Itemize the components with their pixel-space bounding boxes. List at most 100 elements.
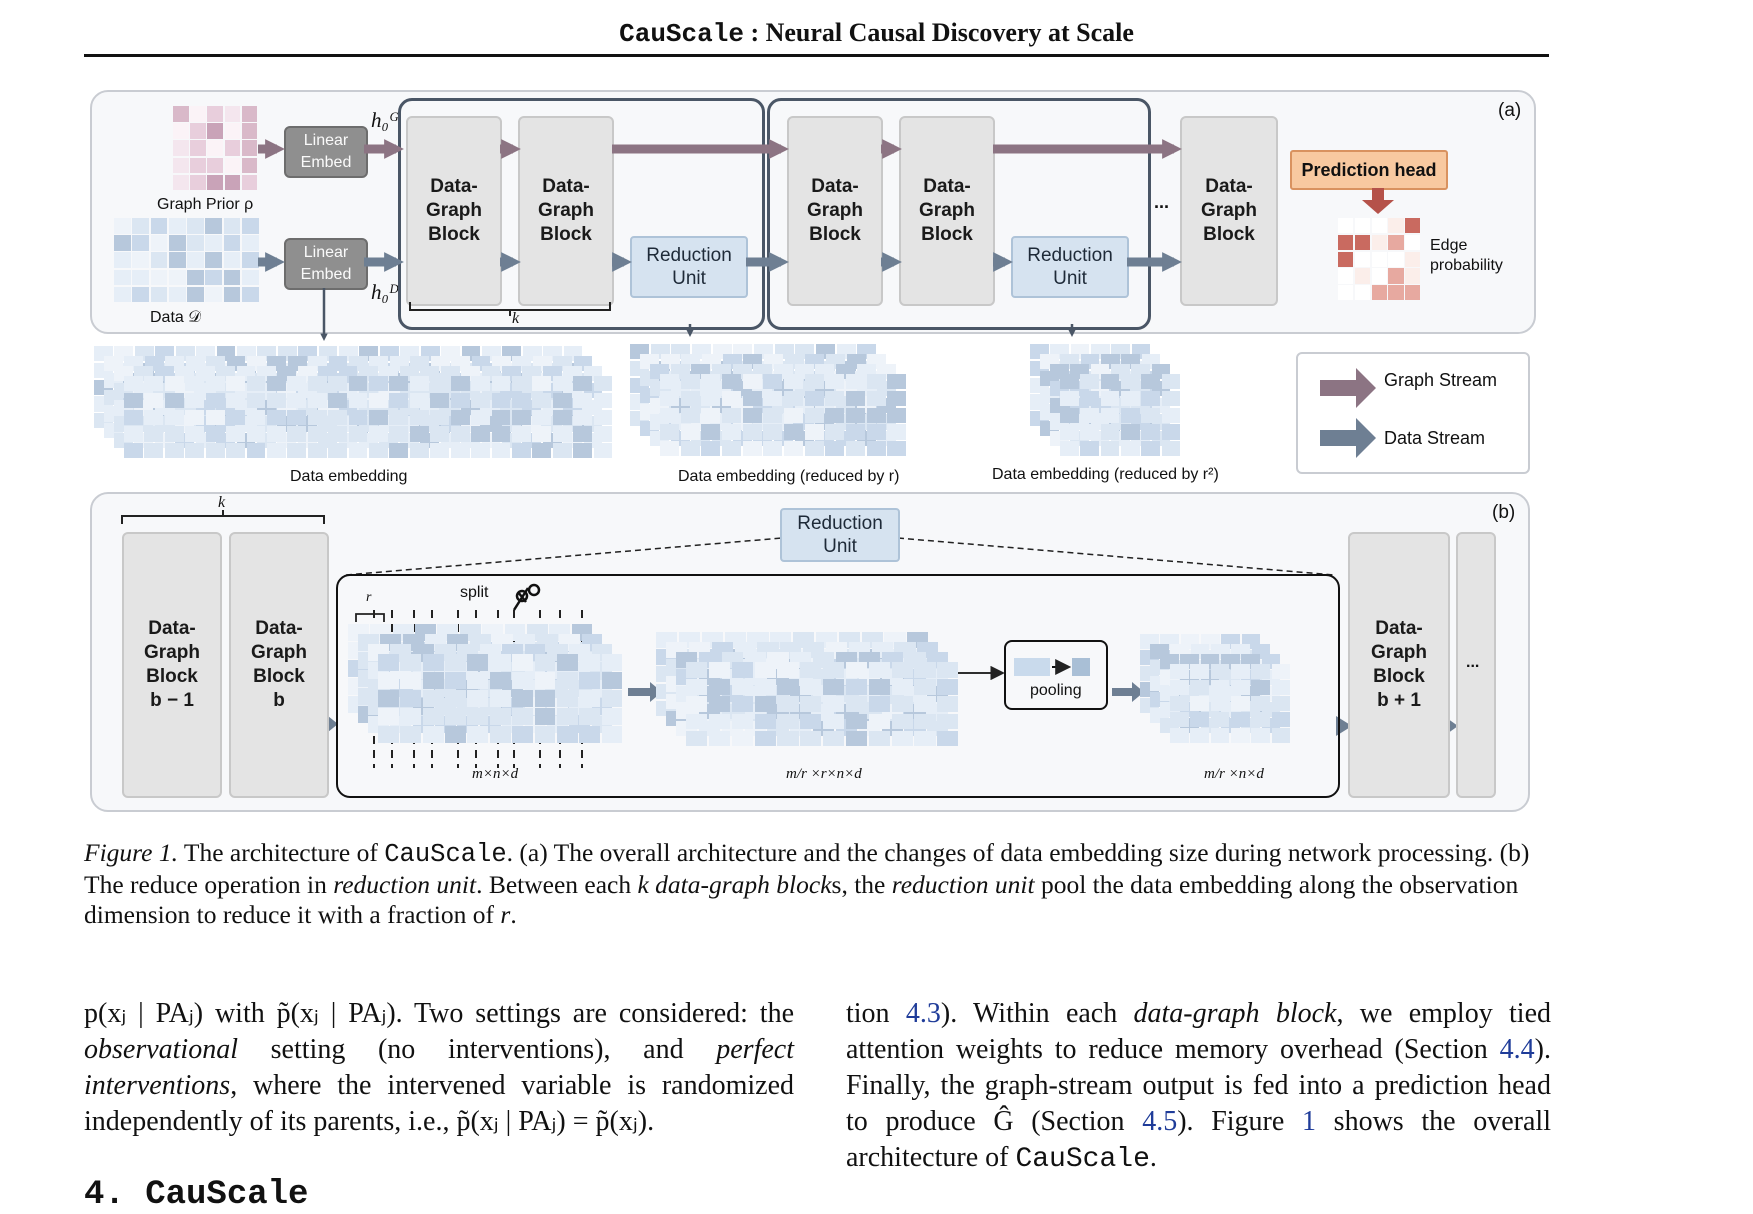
matrix-cell bbox=[1271, 728, 1291, 743]
matrix-cell bbox=[1354, 268, 1371, 284]
matrix-cell bbox=[124, 443, 143, 459]
matrix-cell bbox=[823, 730, 845, 747]
matrix-cell bbox=[489, 726, 511, 743]
matrix-cell bbox=[241, 140, 258, 157]
matrix-cell bbox=[532, 392, 552, 409]
matrix-cell bbox=[1354, 234, 1371, 251]
matrix-cell bbox=[593, 392, 613, 409]
matrix-cell bbox=[409, 409, 429, 425]
matrix-cell bbox=[1231, 680, 1250, 695]
matrix-cell bbox=[400, 726, 422, 743]
matrix-cell bbox=[573, 392, 593, 409]
blocks-ellipsis-b: ... bbox=[1466, 654, 1480, 671]
matrix-cell bbox=[891, 696, 913, 713]
matrix-cell bbox=[150, 252, 168, 269]
header-rule bbox=[84, 54, 1549, 57]
matrix-cell bbox=[389, 392, 409, 409]
matrix-cell bbox=[205, 426, 225, 442]
matrix-cell bbox=[777, 662, 799, 678]
matrix-cell bbox=[185, 426, 205, 442]
matrix-cell bbox=[164, 392, 184, 409]
figure-ref-1[interactable]: 1 bbox=[1302, 1106, 1316, 1137]
matrix-cell bbox=[422, 672, 444, 689]
matrix-cell bbox=[467, 690, 489, 707]
matrix-cell bbox=[1251, 728, 1271, 743]
matrix-cell bbox=[556, 672, 578, 689]
matrix-cell bbox=[114, 269, 131, 286]
matrix-cell bbox=[1371, 285, 1387, 301]
matrix-cell bbox=[491, 409, 511, 425]
matrix-cell bbox=[708, 696, 731, 713]
matrix-cell bbox=[845, 662, 868, 678]
data-graph-block-a5: Data- Graph Block bbox=[1180, 116, 1278, 306]
matrix-cell bbox=[187, 218, 204, 234]
matrix-cell bbox=[1251, 680, 1271, 695]
header-app-name: CauScale bbox=[619, 19, 744, 49]
matrix-cell bbox=[144, 443, 164, 459]
matrix-cell bbox=[450, 409, 470, 425]
matrix-cell bbox=[348, 409, 368, 425]
matrix-cell bbox=[369, 443, 388, 459]
matrix-cell bbox=[708, 713, 731, 730]
matrix-cell bbox=[164, 443, 184, 459]
matrix-cell bbox=[471, 443, 490, 459]
matrix-cell bbox=[1338, 251, 1354, 267]
matrix-cell bbox=[534, 654, 556, 671]
matrix-cell bbox=[593, 443, 613, 459]
matrix-cell bbox=[1170, 712, 1189, 727]
matrix-cell bbox=[205, 392, 225, 409]
matrix-cell bbox=[573, 426, 593, 442]
matrix-cell bbox=[114, 218, 131, 234]
matrix-cell bbox=[601, 690, 623, 707]
edge-probability-label: Edge probability bbox=[1430, 237, 1503, 274]
matrix-cell bbox=[164, 426, 184, 442]
matrix-cell bbox=[226, 376, 245, 392]
section-ref-4-4[interactable]: 4.4 bbox=[1499, 1034, 1535, 1065]
matrix-cell bbox=[185, 443, 205, 459]
matrix-cell bbox=[241, 174, 258, 191]
matrix-cell bbox=[422, 726, 444, 743]
matrix-cell bbox=[1231, 712, 1250, 727]
matrix-cell bbox=[1170, 664, 1189, 679]
matrix-cell bbox=[224, 157, 241, 174]
dim-label-2: m/r ×r×n×d bbox=[786, 766, 862, 782]
section-ref-4-5[interactable]: 4.5 bbox=[1142, 1106, 1178, 1137]
matrix-cell bbox=[246, 443, 266, 459]
matrix-cell bbox=[307, 376, 327, 392]
matrix-cell bbox=[409, 392, 429, 409]
matrix-cell bbox=[823, 662, 845, 678]
matrix-cell bbox=[800, 730, 822, 747]
caption-em-2: k data-graph block bbox=[637, 870, 832, 899]
matrix-cell bbox=[512, 708, 534, 725]
matrix-cell bbox=[512, 672, 534, 689]
matrix-cell bbox=[150, 269, 168, 286]
matrix-cell bbox=[868, 696, 890, 713]
matrix-cell bbox=[307, 426, 327, 442]
matrix-cell bbox=[491, 426, 511, 442]
matrix-cell bbox=[328, 392, 348, 409]
matrix-cell bbox=[150, 286, 168, 303]
matrix-cell bbox=[207, 140, 224, 157]
matrix-cell bbox=[937, 696, 959, 713]
r-label: r bbox=[366, 590, 372, 605]
matrix-cell bbox=[164, 376, 184, 392]
matrix-cell bbox=[1210, 696, 1230, 711]
right-text-5: ). Figure bbox=[1177, 1106, 1302, 1137]
body-right-column: tion 4.3). Within each data-graph block,… bbox=[846, 996, 1551, 1178]
matrix-cell bbox=[430, 426, 450, 442]
matrix-cell bbox=[556, 654, 578, 671]
matrix-cell bbox=[532, 443, 552, 459]
matrix-cell bbox=[800, 713, 822, 730]
data-graph-block-a3: Data- Graph Block bbox=[787, 116, 883, 306]
matrix-cell bbox=[409, 443, 429, 459]
matrix-cell bbox=[467, 672, 489, 689]
matrix-cell bbox=[1388, 268, 1404, 284]
matrix-cell bbox=[226, 443, 245, 459]
matrix-cell bbox=[1388, 285, 1404, 301]
dim-label-1: m×n×d bbox=[472, 766, 519, 782]
pooled-embedding bbox=[1140, 634, 1292, 744]
matrix-cell bbox=[1251, 712, 1271, 727]
data-label: Data 𝒟 bbox=[150, 309, 202, 326]
matrix-cell bbox=[754, 679, 776, 695]
section-ref-4-3[interactable]: 4.3 bbox=[905, 998, 941, 1029]
